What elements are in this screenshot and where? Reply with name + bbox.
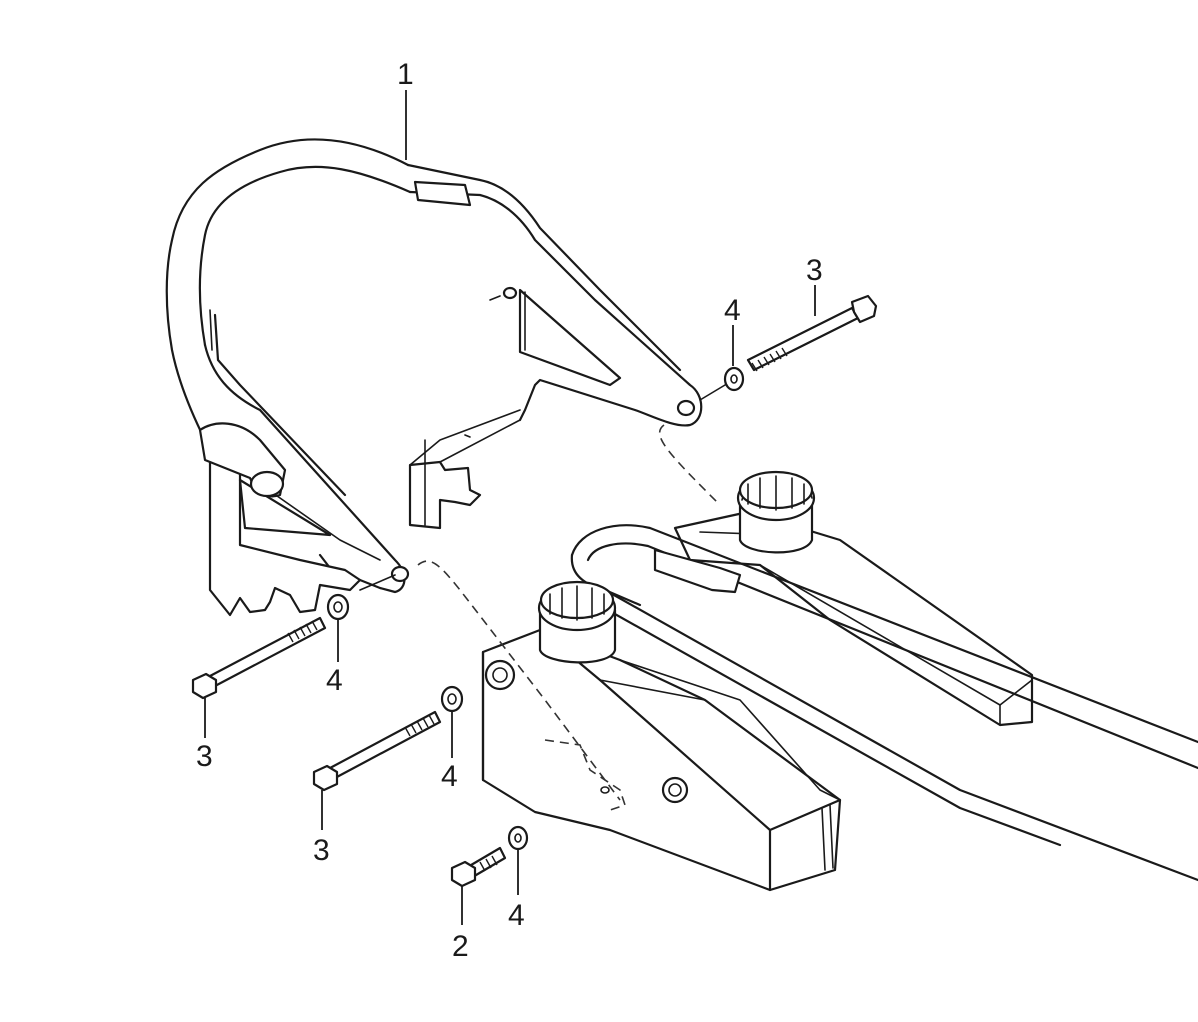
callout-3-top-bolt: 3 [806, 254, 823, 287]
front-cap [537, 580, 617, 664]
bolt-bottom-short [450, 846, 507, 888]
callout-4-middle-washer: 4 [441, 760, 458, 793]
bolt-middle [312, 710, 442, 792]
callout-3-middle-bolt: 3 [313, 834, 330, 867]
callout-1-guard-bar: 1 [397, 58, 414, 91]
callout-3-left-bolt: 3 [196, 740, 213, 773]
leader-lines [204, 90, 816, 925]
front-tank [481, 628, 842, 892]
guard-bar [165, 138, 703, 617]
alignment-lines [359, 384, 726, 801]
callout-4-top-washer: 4 [724, 294, 741, 327]
callout-2-short-bolt: 2 [452, 930, 469, 963]
callout-4-bottom-washer: 4 [508, 899, 525, 932]
washer-left [326, 593, 350, 621]
bolt-left [191, 616, 327, 700]
bolt-top-right [746, 294, 878, 372]
callout-4-left-washer: 4 [326, 664, 343, 697]
rear-tank [673, 510, 1034, 727]
washer-middle [440, 685, 464, 713]
washer-top-right [723, 366, 745, 392]
washer-bottom [507, 825, 529, 851]
rear-cap [736, 470, 816, 554]
